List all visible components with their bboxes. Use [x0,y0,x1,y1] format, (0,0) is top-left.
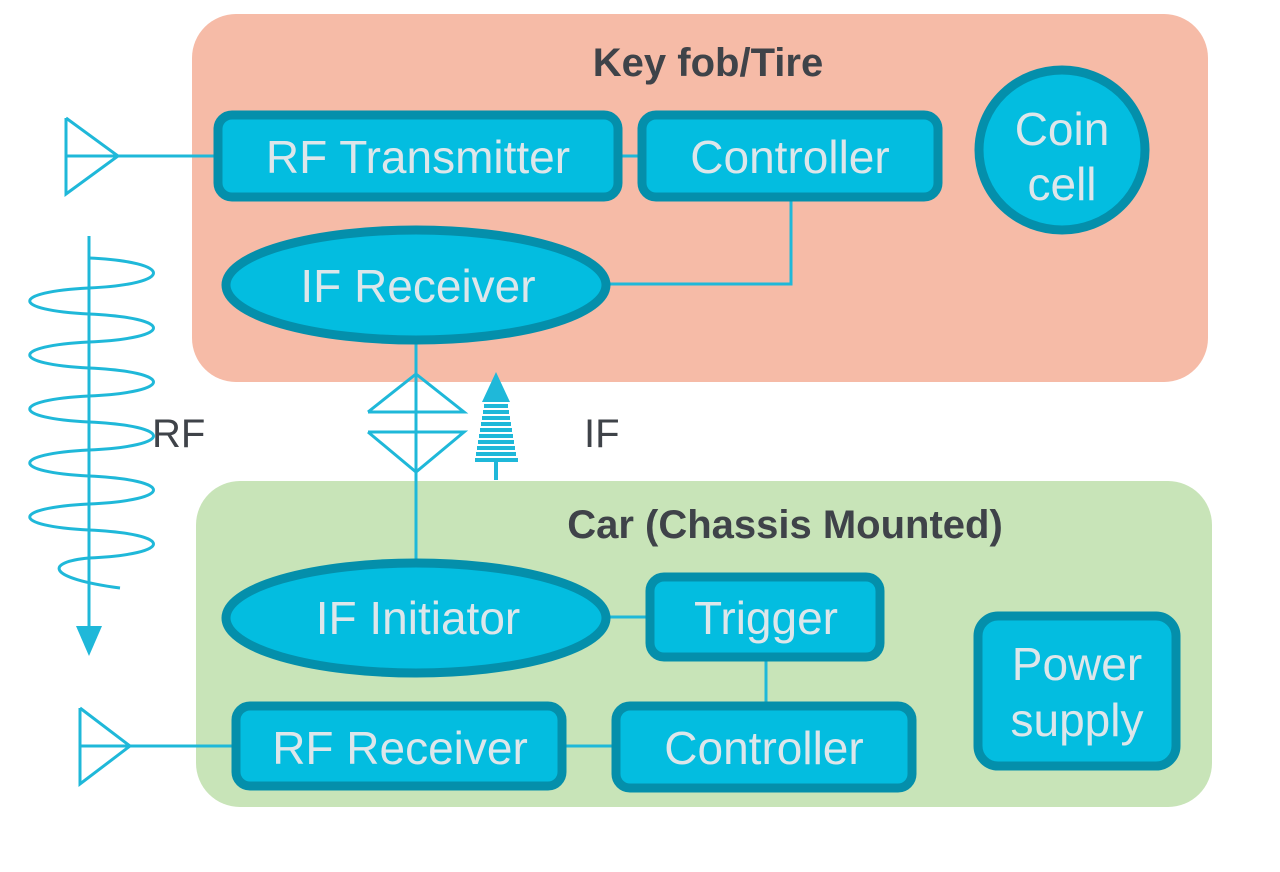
coin-cell-label-line1: Coin [1015,103,1110,155]
power-supply-block: Power supply [973,611,1181,771]
wire-controller-ifrx [605,200,793,286]
if-receiver-block: IF Receiver [221,225,611,345]
coin-cell-block: Coin cell [974,65,1150,235]
rf-wave-arrow-icon [28,236,155,656]
if-coil-icon [367,372,469,474]
rf-receiver-block: RF Receiver [231,701,567,791]
keyfob-title: Key fob/Tire [593,41,823,85]
rf-receiver-label: RF Receiver [272,722,528,774]
tx-antenna-icon [64,116,121,197]
rf-transmitter-label: RF Transmitter [266,131,570,183]
keyfob-controller-label: Controller [690,131,889,183]
trigger-block: Trigger [645,572,885,662]
if-receiver-label: IF Receiver [300,260,535,312]
if-label: IF [584,412,620,456]
if-initiator-block: IF Initiator [221,558,611,678]
power-supply-label-line1: Power [1012,638,1142,690]
car-title: Car (Chassis Mounted) [567,503,1003,547]
if-initiator-label: IF Initiator [316,592,521,644]
rx-antenna-icon [78,706,133,788]
car-controller-label: Controller [664,722,863,774]
keyfob-controller-block: Controller [637,110,943,202]
coin-cell-label-line2: cell [1027,158,1096,210]
rf-label: RF [152,412,205,456]
power-supply-label-line2: supply [1011,694,1144,746]
rf-transmitter-block: RF Transmitter [213,110,623,202]
trigger-label: Trigger [694,592,838,644]
car-controller-block: Controller [611,701,917,793]
if-field-arrow-icon [475,372,518,480]
